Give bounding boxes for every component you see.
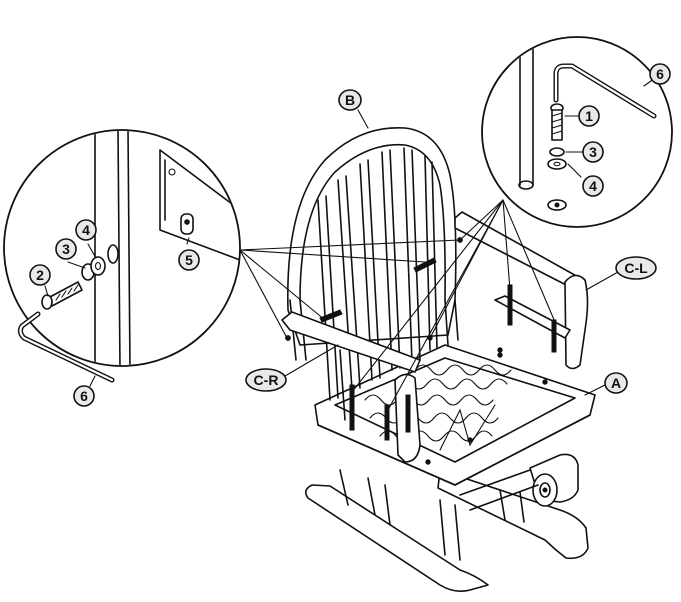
svg-text:3: 3: [62, 241, 70, 257]
glider-chair: [281, 126, 596, 592]
arm-right: [281, 311, 421, 463]
flat-washer-4: [90, 256, 106, 276]
badge-left-lock-washer: 3: [55, 238, 77, 260]
label-backrest: B: [338, 89, 369, 129]
svg-text:4: 4: [589, 178, 597, 194]
badge-left-bolt: 2: [29, 264, 51, 286]
bolt-2: [41, 281, 83, 310]
badge-right-allen-key: 6: [649, 63, 671, 85]
flat-washer-4-right: [547, 158, 567, 170]
svg-text:1: 1: [585, 108, 593, 124]
svg-text:5: 5: [185, 252, 193, 268]
label-arm-right: C-R: [245, 344, 339, 392]
leader-lines: [239, 199, 556, 411]
svg-text:C-R: C-R: [254, 372, 279, 388]
svg-text:6: 6: [80, 388, 88, 404]
svg-text:2: 2: [36, 267, 44, 283]
svg-text:4: 4: [82, 222, 90, 238]
label-arm-left: C-L: [585, 256, 657, 291]
badge-right-flat-washer: 4: [582, 175, 604, 197]
svg-text:6: 6: [656, 66, 664, 82]
left-detail-callout: [3, 129, 241, 387]
badge-left-allen-key: 6: [73, 385, 95, 407]
svg-text:B: B: [345, 92, 355, 108]
badge-left-flat-washer: 4: [75, 219, 97, 241]
label-seat: A: [584, 372, 628, 396]
bolt-1: [550, 103, 564, 141]
svg-text:C-L: C-L: [624, 260, 648, 276]
badge-right-bolt: 1: [578, 105, 600, 127]
barrel-nut-5: [180, 213, 194, 235]
svg-text:A: A: [611, 375, 621, 391]
svg-text:3: 3: [589, 144, 597, 160]
right-detail-callout: [481, 36, 673, 228]
badge-left-barrel-nut: 5: [178, 249, 200, 271]
lock-washer-3-right: [549, 147, 565, 157]
badge-right-lock-washer: 3: [582, 141, 604, 163]
glider-base: [304, 453, 589, 592]
